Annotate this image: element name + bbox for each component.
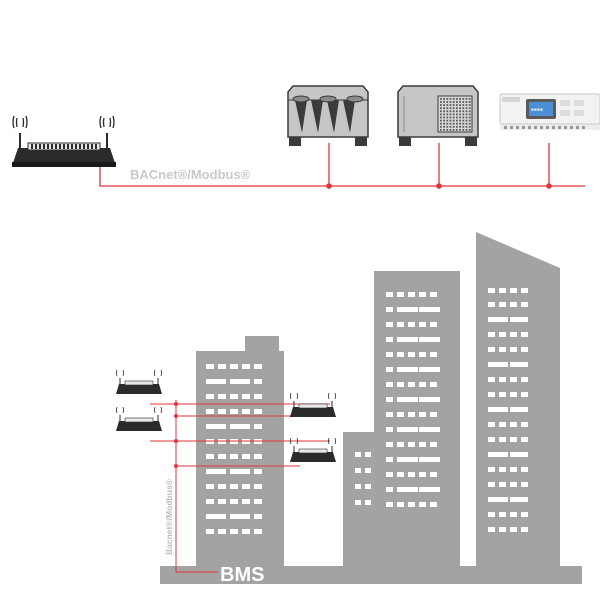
controller-icon: ▪▪▪▪ bbox=[499, 93, 600, 130]
wifi-gateway-icon bbox=[116, 369, 162, 394]
wifi-gateway-icon bbox=[12, 115, 116, 167]
bus-node bbox=[436, 183, 442, 189]
wifi-gateway-icon bbox=[290, 392, 336, 417]
city-skyline bbox=[160, 232, 582, 584]
building-protocol-label: Bacnet®/Modbus® bbox=[164, 478, 174, 555]
top-protocol-label: BACnet®/Modbus® bbox=[130, 167, 251, 182]
lcd-display: ▪▪▪▪ bbox=[531, 107, 543, 113]
bms-label: BMS bbox=[220, 564, 264, 586]
wifi-gateway-icon bbox=[116, 406, 162, 431]
wifi-gateway-icon bbox=[290, 437, 336, 462]
building-windows bbox=[206, 288, 528, 534]
air-handling-unit-icon bbox=[397, 85, 479, 146]
top-bus-line bbox=[99, 166, 585, 187]
chiller-icon bbox=[287, 85, 369, 146]
bus-node bbox=[546, 183, 552, 189]
bus-node bbox=[326, 183, 332, 189]
building-network-nodes bbox=[174, 402, 178, 468]
